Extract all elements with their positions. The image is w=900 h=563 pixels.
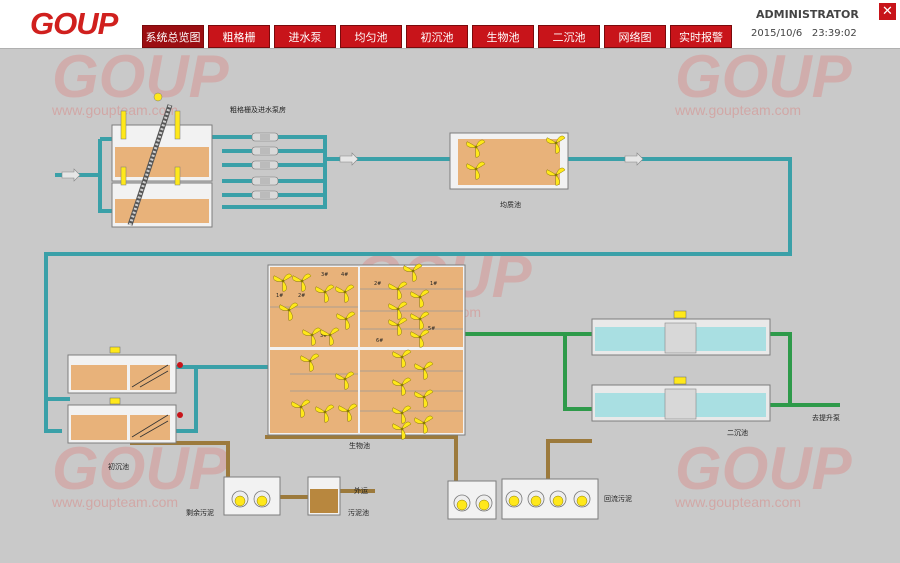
equalization-tank: 均质池 (449, 132, 569, 209)
grit-pump-room-label: 粗格栅及进水泵房 (230, 105, 286, 114)
mixer-icon (410, 289, 430, 308)
tab-4[interactable]: 初沉池 (406, 25, 468, 48)
mixer-icon (291, 399, 311, 418)
secondary-clarifiers: 二沉池 去提升泵 (591, 310, 840, 437)
mixer-icon (403, 263, 423, 282)
sludge-pump-icon (475, 494, 493, 512)
svg-text:1#: 1# (430, 281, 437, 287)
mixer-icon (335, 284, 355, 303)
mixer-icon (388, 317, 408, 336)
sludge-pump-icon (453, 494, 471, 512)
mixer-icon (546, 135, 566, 154)
equalization-tank-label: 均质池 (500, 200, 521, 209)
effluent-pipes (465, 332, 840, 411)
mixer-icon (414, 389, 434, 408)
tab-0[interactable]: 系统总览图 (142, 25, 204, 48)
sludge-tank-label: 污泥池 (348, 508, 369, 517)
mixer-icon (388, 281, 408, 300)
watermark-url: www.goupteam.com (51, 102, 178, 118)
bio-tank: 1# 2# 3# 4# 5# 6# 2# 1# 3# 生物池 (267, 263, 466, 450)
zone-6-label: 6# (376, 338, 383, 344)
mixer-icon (302, 327, 322, 346)
watermark-logo: GOUP (675, 49, 853, 110)
svg-text:2#: 2# (298, 293, 305, 299)
watermark-url: www.goupteam.com (51, 494, 178, 510)
sludge-handling: 剩余污泥 污泥池 外运 回流污泥 (186, 476, 632, 520)
zone-1-label: 1# (276, 293, 283, 299)
mixer-icon (335, 371, 355, 390)
pump-icon (251, 160, 279, 170)
mixer-icon (466, 139, 486, 158)
mixer-icon (466, 161, 486, 180)
mixer-icon (279, 302, 299, 321)
mixer-icon (392, 405, 412, 424)
mixer-icon (414, 415, 434, 434)
mixer-icon (392, 421, 412, 440)
zone-5-label: 5# (428, 326, 435, 332)
pump-icon (251, 146, 279, 156)
sludge-pump-icon (549, 490, 567, 508)
watermark-logo: GOUP (52, 435, 230, 502)
process-overview-diagram: GOUP www.goupteam.com GOUP www.goupteam.… (44, 49, 853, 520)
datetime: 2015/10/6 23:39:02 (751, 28, 857, 39)
tab-3[interactable]: 均匀池 (340, 25, 402, 48)
mixer-icon (388, 301, 408, 320)
sludge-pump-icon (231, 490, 249, 508)
sludge-pump-icon (253, 490, 271, 508)
date: 2015/10/6 (751, 28, 803, 39)
grit-pump-room: 粗格栅及进水泵房 (111, 92, 286, 228)
primary-clarifiers: 初沉池 (67, 346, 183, 471)
flow-arrows (61, 152, 644, 182)
to-lift-pump-label: 去提升泵 (812, 413, 840, 422)
mixer-icon (392, 377, 412, 396)
influent-pumps (251, 132, 279, 200)
tab-5[interactable]: 生物池 (472, 25, 534, 48)
mixer-icon (336, 311, 356, 330)
tab-1[interactable]: 粗格栅 (208, 25, 270, 48)
mixer-icon (546, 167, 566, 186)
time: 23:39:02 (811, 28, 857, 39)
tab-2[interactable]: 进水泵 (274, 25, 336, 48)
username: ADMINISTRATOR (756, 8, 859, 21)
zone-2-label: 2# (374, 281, 381, 287)
mixer-icon (315, 284, 335, 303)
goup-logo: GOUP (30, 6, 118, 41)
primary-clarifier-label: 初沉池 (108, 462, 129, 471)
watermark-logo: GOUP (675, 435, 853, 502)
bio-tank-label: 生物池 (349, 441, 370, 450)
top-header: GOUP 系统总览图粗格栅进水泵均匀池初沉池生物池二沉池网络图实时报警 ADMI… (0, 0, 900, 49)
tab-8[interactable]: 实时报警 (670, 25, 732, 48)
zone-4-label: 4# (341, 272, 348, 278)
sludge-pump-icon (505, 490, 523, 508)
mixer-icon (315, 404, 335, 423)
mixer-icon (320, 327, 340, 346)
watermark-url: www.goupteam.com (674, 102, 801, 118)
mixer-icon (300, 353, 320, 372)
mixer-icon (392, 349, 412, 368)
mixer-icon (338, 403, 358, 422)
sludge-pump-icon (573, 490, 591, 508)
mixer-icon (273, 273, 293, 292)
tab-6[interactable]: 二沉池 (538, 25, 600, 48)
pump-icon (251, 176, 279, 186)
pump-icon (251, 132, 279, 142)
svg-text:3#: 3# (320, 333, 327, 339)
mixer-icon (410, 329, 430, 348)
pump-icon (251, 190, 279, 200)
influent-pipes (44, 135, 792, 433)
external-transport-label: 外运 (354, 486, 368, 495)
mixer-icon (410, 311, 430, 330)
sludge-pump-icon (527, 490, 545, 508)
zone-3-label: 3# (321, 272, 328, 278)
watermark-logo: GOUP (52, 49, 230, 110)
tab-7[interactable]: 网络图 (604, 25, 666, 48)
excess-sludge-label: 剩余污泥 (186, 508, 214, 517)
secondary-clarifier-label: 二沉池 (727, 428, 748, 437)
mixer-icon (414, 361, 434, 380)
close-icon[interactable]: ✕ (879, 3, 896, 20)
watermark-url: www.goupteam.com (674, 494, 801, 510)
mixer-icon (292, 273, 312, 292)
return-sludge-label: 回流污泥 (604, 494, 632, 503)
